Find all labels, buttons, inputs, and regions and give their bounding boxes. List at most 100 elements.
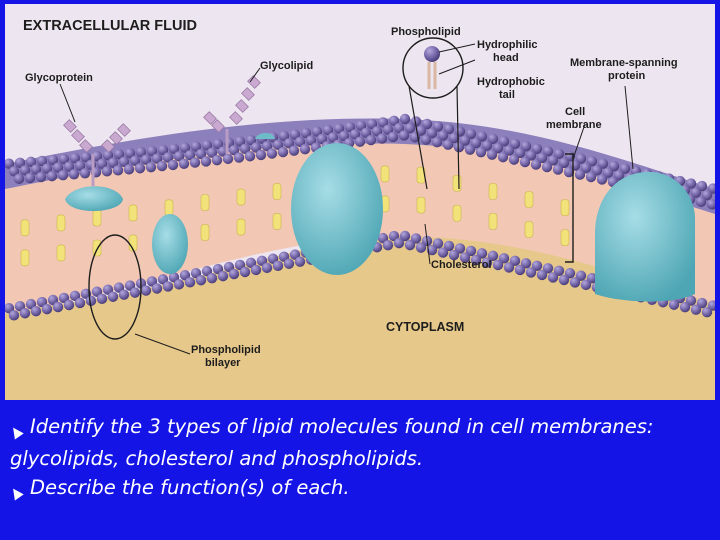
phospholipid-head	[30, 164, 42, 175]
phospholipid-head	[322, 124, 334, 136]
label-membrane-spanning-2: protein	[608, 70, 646, 82]
phospholipid-head	[542, 146, 554, 157]
phospholipid-head	[558, 157, 570, 169]
cholesterol-molecule	[452, 174, 462, 192]
cholesterol-molecule	[560, 199, 570, 216]
phospholipid-head	[701, 189, 713, 201]
phospholipid-head	[597, 158, 609, 169]
label-hydrophilic-2: head	[493, 52, 519, 64]
phospholipid-head	[173, 151, 185, 162]
membrane-svg: EXTRACELLULAR FLUID Glycoprotein Glycoli…	[5, 4, 715, 400]
phospholipid-head	[459, 252, 471, 263]
phospholipid-head	[156, 160, 168, 172]
phospholipid-head	[476, 131, 488, 142]
phospholipid-head	[333, 123, 345, 134]
phospholipid-head	[410, 116, 422, 127]
phospholipid-head	[305, 135, 317, 146]
phospholipid-head	[442, 139, 454, 150]
phospholipid-head	[123, 164, 135, 175]
phospholipid-head	[585, 171, 597, 183]
phospholipid-head	[14, 157, 26, 168]
phospholipid-head	[74, 297, 86, 309]
phospholipid-head	[608, 160, 620, 172]
phospholipid-head	[685, 295, 697, 306]
phospholipid-head	[536, 152, 548, 164]
phospholipid-head	[431, 137, 443, 148]
outer-leaflet-band	[5, 118, 715, 214]
phospholipid-head	[41, 303, 53, 315]
phospholipid-head	[613, 170, 625, 181]
phospholipid-head	[443, 123, 455, 135]
phospholipid-head	[294, 256, 306, 267]
phospholipid-head	[542, 263, 554, 274]
phospholipid-head	[481, 140, 493, 151]
cholesterol-molecule	[20, 219, 30, 237]
phospholipid-head	[421, 118, 433, 130]
phospholipid-head	[250, 264, 262, 276]
phospholipid-head	[695, 196, 707, 208]
phospholipid-head	[398, 130, 410, 141]
phospholipid-head	[5, 158, 15, 169]
phospholipid-head	[448, 249, 460, 261]
phospholipid-head	[376, 133, 388, 144]
cholesterol-molecule	[380, 165, 390, 183]
phospholipid-head	[300, 127, 312, 139]
phospholipid-head	[206, 272, 218, 284]
phospholipid-head	[299, 144, 311, 155]
phospholipid-head	[101, 166, 113, 177]
phospholipid-head	[217, 270, 229, 282]
membrane-diagram: EXTRACELLULAR FLUID Glycoprotein Glycoli…	[5, 4, 715, 400]
phospholipid-head	[465, 128, 477, 140]
phospholipid-head	[486, 149, 498, 160]
phospholipid-head	[701, 306, 713, 318]
phospholipid-head	[354, 136, 366, 147]
phospholipid-head	[690, 187, 702, 198]
phospholipid-head	[558, 274, 570, 286]
phospholipid-head	[184, 149, 196, 161]
phospholipid-head	[261, 262, 273, 274]
phospholipid-head	[107, 157, 119, 169]
phospholipid-head	[553, 148, 565, 159]
cholesterol-molecule	[56, 244, 66, 262]
cholesterol-molecule	[236, 218, 246, 236]
phospholipid-head	[140, 285, 152, 296]
phospholipid-head	[563, 166, 575, 178]
phospholipid-head	[520, 258, 532, 269]
phospholipid-head	[553, 265, 565, 276]
phospholipid-head	[525, 150, 537, 161]
phospholipid-head	[569, 277, 581, 288]
cholesterol-molecule	[200, 194, 210, 211]
note-item: ▲Describe the function(s) of each.	[7, 473, 710, 505]
phospholipid-head	[316, 133, 328, 145]
surface-protein-bump	[255, 132, 275, 139]
phospholipid-head	[574, 169, 586, 180]
phospholipid-head	[178, 158, 190, 169]
phospholipid-head	[586, 156, 598, 167]
phospholipid-head	[514, 147, 526, 159]
phospholipid-head	[503, 145, 515, 156]
cholesterol-molecule	[128, 204, 138, 222]
phospholipid-head	[140, 154, 152, 165]
note-item: ▲Identify the 3 types of lipid molecules…	[7, 412, 710, 473]
phospholipid-head	[498, 253, 510, 264]
phospholipid-head	[415, 242, 427, 253]
outer-head-row	[5, 113, 715, 210]
phospholipid-head	[244, 151, 256, 162]
phospholipid-head	[239, 266, 251, 278]
phospholipid-head	[167, 159, 179, 171]
label-phospholipid-bilayer: Phospholipid	[191, 344, 261, 356]
phospholipid-head	[24, 172, 36, 184]
phospholipid-head	[404, 239, 416, 251]
note-text: Describe the function(s) of each.	[30, 476, 350, 499]
phospholipid-head	[360, 127, 372, 139]
phospholipid-head	[272, 139, 284, 150]
phospholipid-head	[685, 178, 697, 189]
membrane-bracket	[565, 153, 574, 263]
glycolipid-chain	[203, 75, 261, 154]
phospholipid-head	[344, 121, 356, 133]
phospholipid-head	[696, 180, 708, 192]
phospholipid-head	[586, 273, 598, 284]
phospholipid-head	[547, 272, 559, 283]
phospholipid-head	[564, 268, 576, 279]
phospholipid-head	[129, 155, 141, 166]
